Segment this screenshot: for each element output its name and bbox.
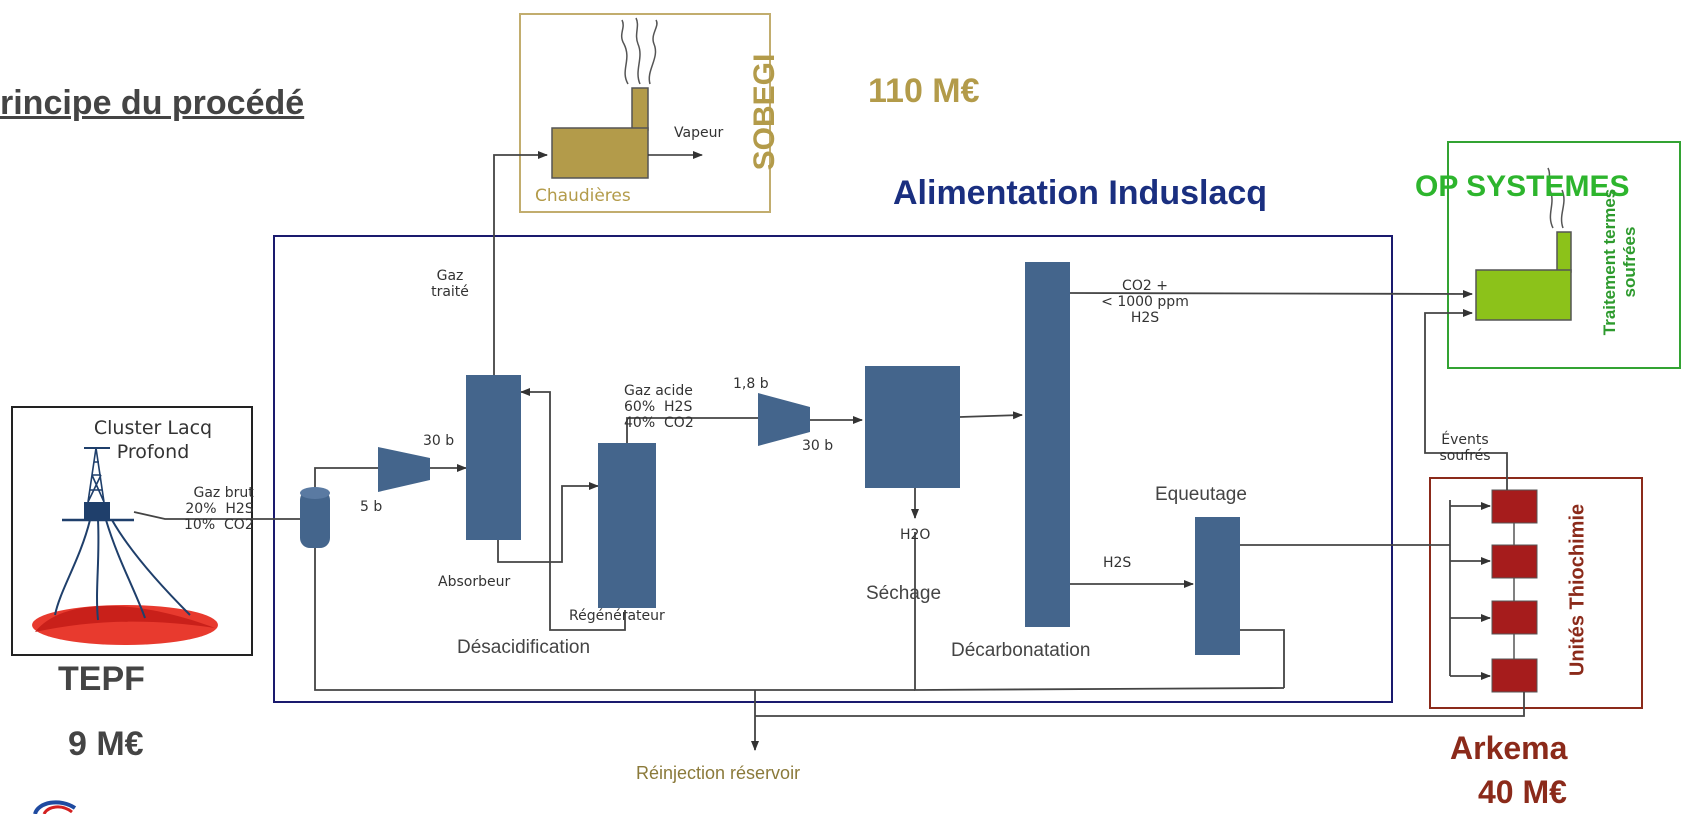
treatment-unit-icon xyxy=(1475,167,1572,321)
thiochemistry-label: Unités Thiochimie xyxy=(1566,503,1589,677)
treated-gas-label: Gaz traité xyxy=(431,268,469,300)
pressure-30b-absorber: 30 b xyxy=(423,433,455,449)
drilling-rig-icon xyxy=(32,447,218,645)
pressure-5b: 5 b xyxy=(360,499,383,515)
separator-vessel xyxy=(300,487,330,548)
induslacq-title: Alimentation Induslacq xyxy=(893,174,1268,212)
h2s-label: H2S xyxy=(1103,555,1132,571)
company-logo xyxy=(33,800,77,814)
boiler-icon xyxy=(551,17,658,179)
regenerator-column xyxy=(598,443,656,608)
arkema-name: Arkema xyxy=(1450,730,1568,766)
co2-outlet-label: CO2 + < 1000 ppm H2S xyxy=(1101,278,1189,326)
topping-label: Equeutage xyxy=(1155,484,1247,505)
drying-label: Séchage xyxy=(866,583,942,604)
pressure-30b-dryer: 30 b xyxy=(802,438,834,454)
sobegi-cost: 110 M€ xyxy=(868,72,980,110)
decarbonation-label: Décarbonatation xyxy=(951,640,1091,661)
steam-label: Vapeur xyxy=(674,125,724,141)
sulfur-vents-label: Évents soufrés xyxy=(1439,432,1491,464)
arkema-frame xyxy=(1429,477,1643,709)
op-systemes-name: OP SYSTEMES xyxy=(1415,170,1630,203)
tepf-name: TEPF xyxy=(58,660,145,698)
deacidification-label: Désacidification xyxy=(457,637,591,658)
op-systemes-frame xyxy=(1447,141,1681,369)
regenerator-label: Régénérateur xyxy=(569,608,665,624)
tepf-site-label: Cluster Lacq Profond xyxy=(93,417,213,463)
dryer-unit xyxy=(865,366,960,488)
sobegi-name: SOBEGI xyxy=(748,53,781,171)
thiochemistry-units xyxy=(1491,489,1538,693)
absorber-label: Absorbeur xyxy=(438,574,511,590)
slide-title: rincipe du procédé xyxy=(0,84,305,122)
decarbonation-column xyxy=(1025,262,1070,627)
boiler-label: Chaudières xyxy=(535,186,631,206)
tepf-frame xyxy=(11,406,253,656)
arkema-cost: 40 M€ xyxy=(1478,774,1567,810)
compressor-1 xyxy=(378,447,430,492)
pressure-1-8b: 1,8 b xyxy=(733,376,769,392)
reinjection-label: Réinjection réservoir xyxy=(636,763,801,783)
h2o-label: H2O xyxy=(900,527,931,543)
compressor-2 xyxy=(758,393,810,446)
raw-gas-label: Gaz brut 20% H2S 10% CO2 xyxy=(184,485,254,533)
topping-column xyxy=(1195,517,1240,655)
acid-gas-label: Gaz acide 60% H2S 40% CO2 xyxy=(624,383,694,431)
induslacq-frame xyxy=(273,235,1393,703)
tepf-cost: 9 M€ xyxy=(68,725,144,763)
absorber-column xyxy=(466,375,521,540)
sobegi-frame xyxy=(519,13,771,213)
op-unit-label: Traitement termes soufrées xyxy=(1600,188,1639,336)
